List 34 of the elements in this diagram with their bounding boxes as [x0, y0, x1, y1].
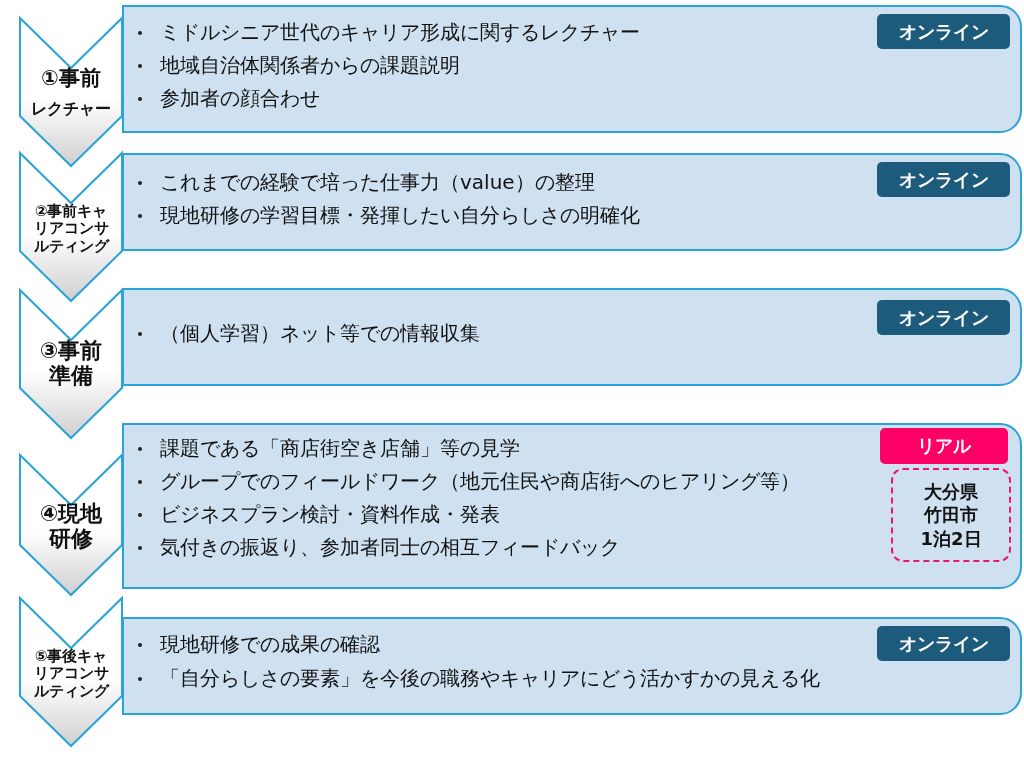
step-label: ④現地研修: [38, 501, 104, 552]
step-panel: [122, 153, 1022, 251]
bullet-text: 気付きの振返り、参加者同士の相互フィードバック: [160, 534, 620, 561]
step-panel: [122, 617, 1022, 715]
bullet-text: 参加者の顔合わせ: [160, 85, 320, 112]
step-label: レクチャー: [30, 100, 112, 119]
bullet-text: ビジネスプラン検討・資料作成・発表: [160, 501, 500, 528]
bullet-text: 現地研修の学習目標・発揮したい自分らしさの明確化: [160, 202, 640, 229]
step-heading-tab: [20, 153, 122, 301]
step-label: ②事前キャリアコンサルティング: [32, 203, 110, 255]
step-label: ⑤事後キャリアコンサルティング: [32, 648, 110, 700]
mode-badge: オンライン: [877, 162, 1010, 197]
mode-badge: オンライン: [877, 14, 1010, 49]
bullet-text: これまでの経験で培った仕事力（value）の整理: [160, 169, 595, 196]
step-panel: [122, 5, 1022, 133]
bullet-text: （個人学習）ネット等での情報収集: [160, 320, 480, 347]
step-heading-tab: [20, 598, 122, 746]
mode-badge: オンライン: [877, 626, 1010, 661]
bullet-text: 「自分らしさの要素」を今後の職務やキャリアにどう活かすかの見える化: [160, 665, 820, 692]
step-heading-tab: [20, 18, 122, 166]
step-label: ③事前準備: [38, 338, 104, 389]
step-panel: [122, 288, 1022, 386]
step-label: ①事前: [40, 66, 102, 91]
step-heading-tab: [20, 290, 122, 438]
bullet-text: ミドルシニア世代のキャリア形成に関するレクチャー: [160, 19, 640, 46]
bullet-text: 課題である「商店街空き店舗」等の見学: [160, 435, 520, 462]
bullet-text: 地域自治体関係者からの課題説明: [160, 52, 460, 79]
mode-badge: リアル: [880, 428, 1008, 464]
mode-badge: オンライン: [877, 300, 1010, 335]
step-panel: [122, 423, 1022, 589]
bullet-text: グループでのフィールドワーク（地元住民や商店街へのヒアリング等）: [160, 468, 800, 495]
step-heading-tab: [20, 455, 122, 595]
location-note: 大分県竹田市1泊2日: [891, 468, 1011, 562]
bullet-text: 現地研修での成果の確認: [160, 631, 380, 658]
